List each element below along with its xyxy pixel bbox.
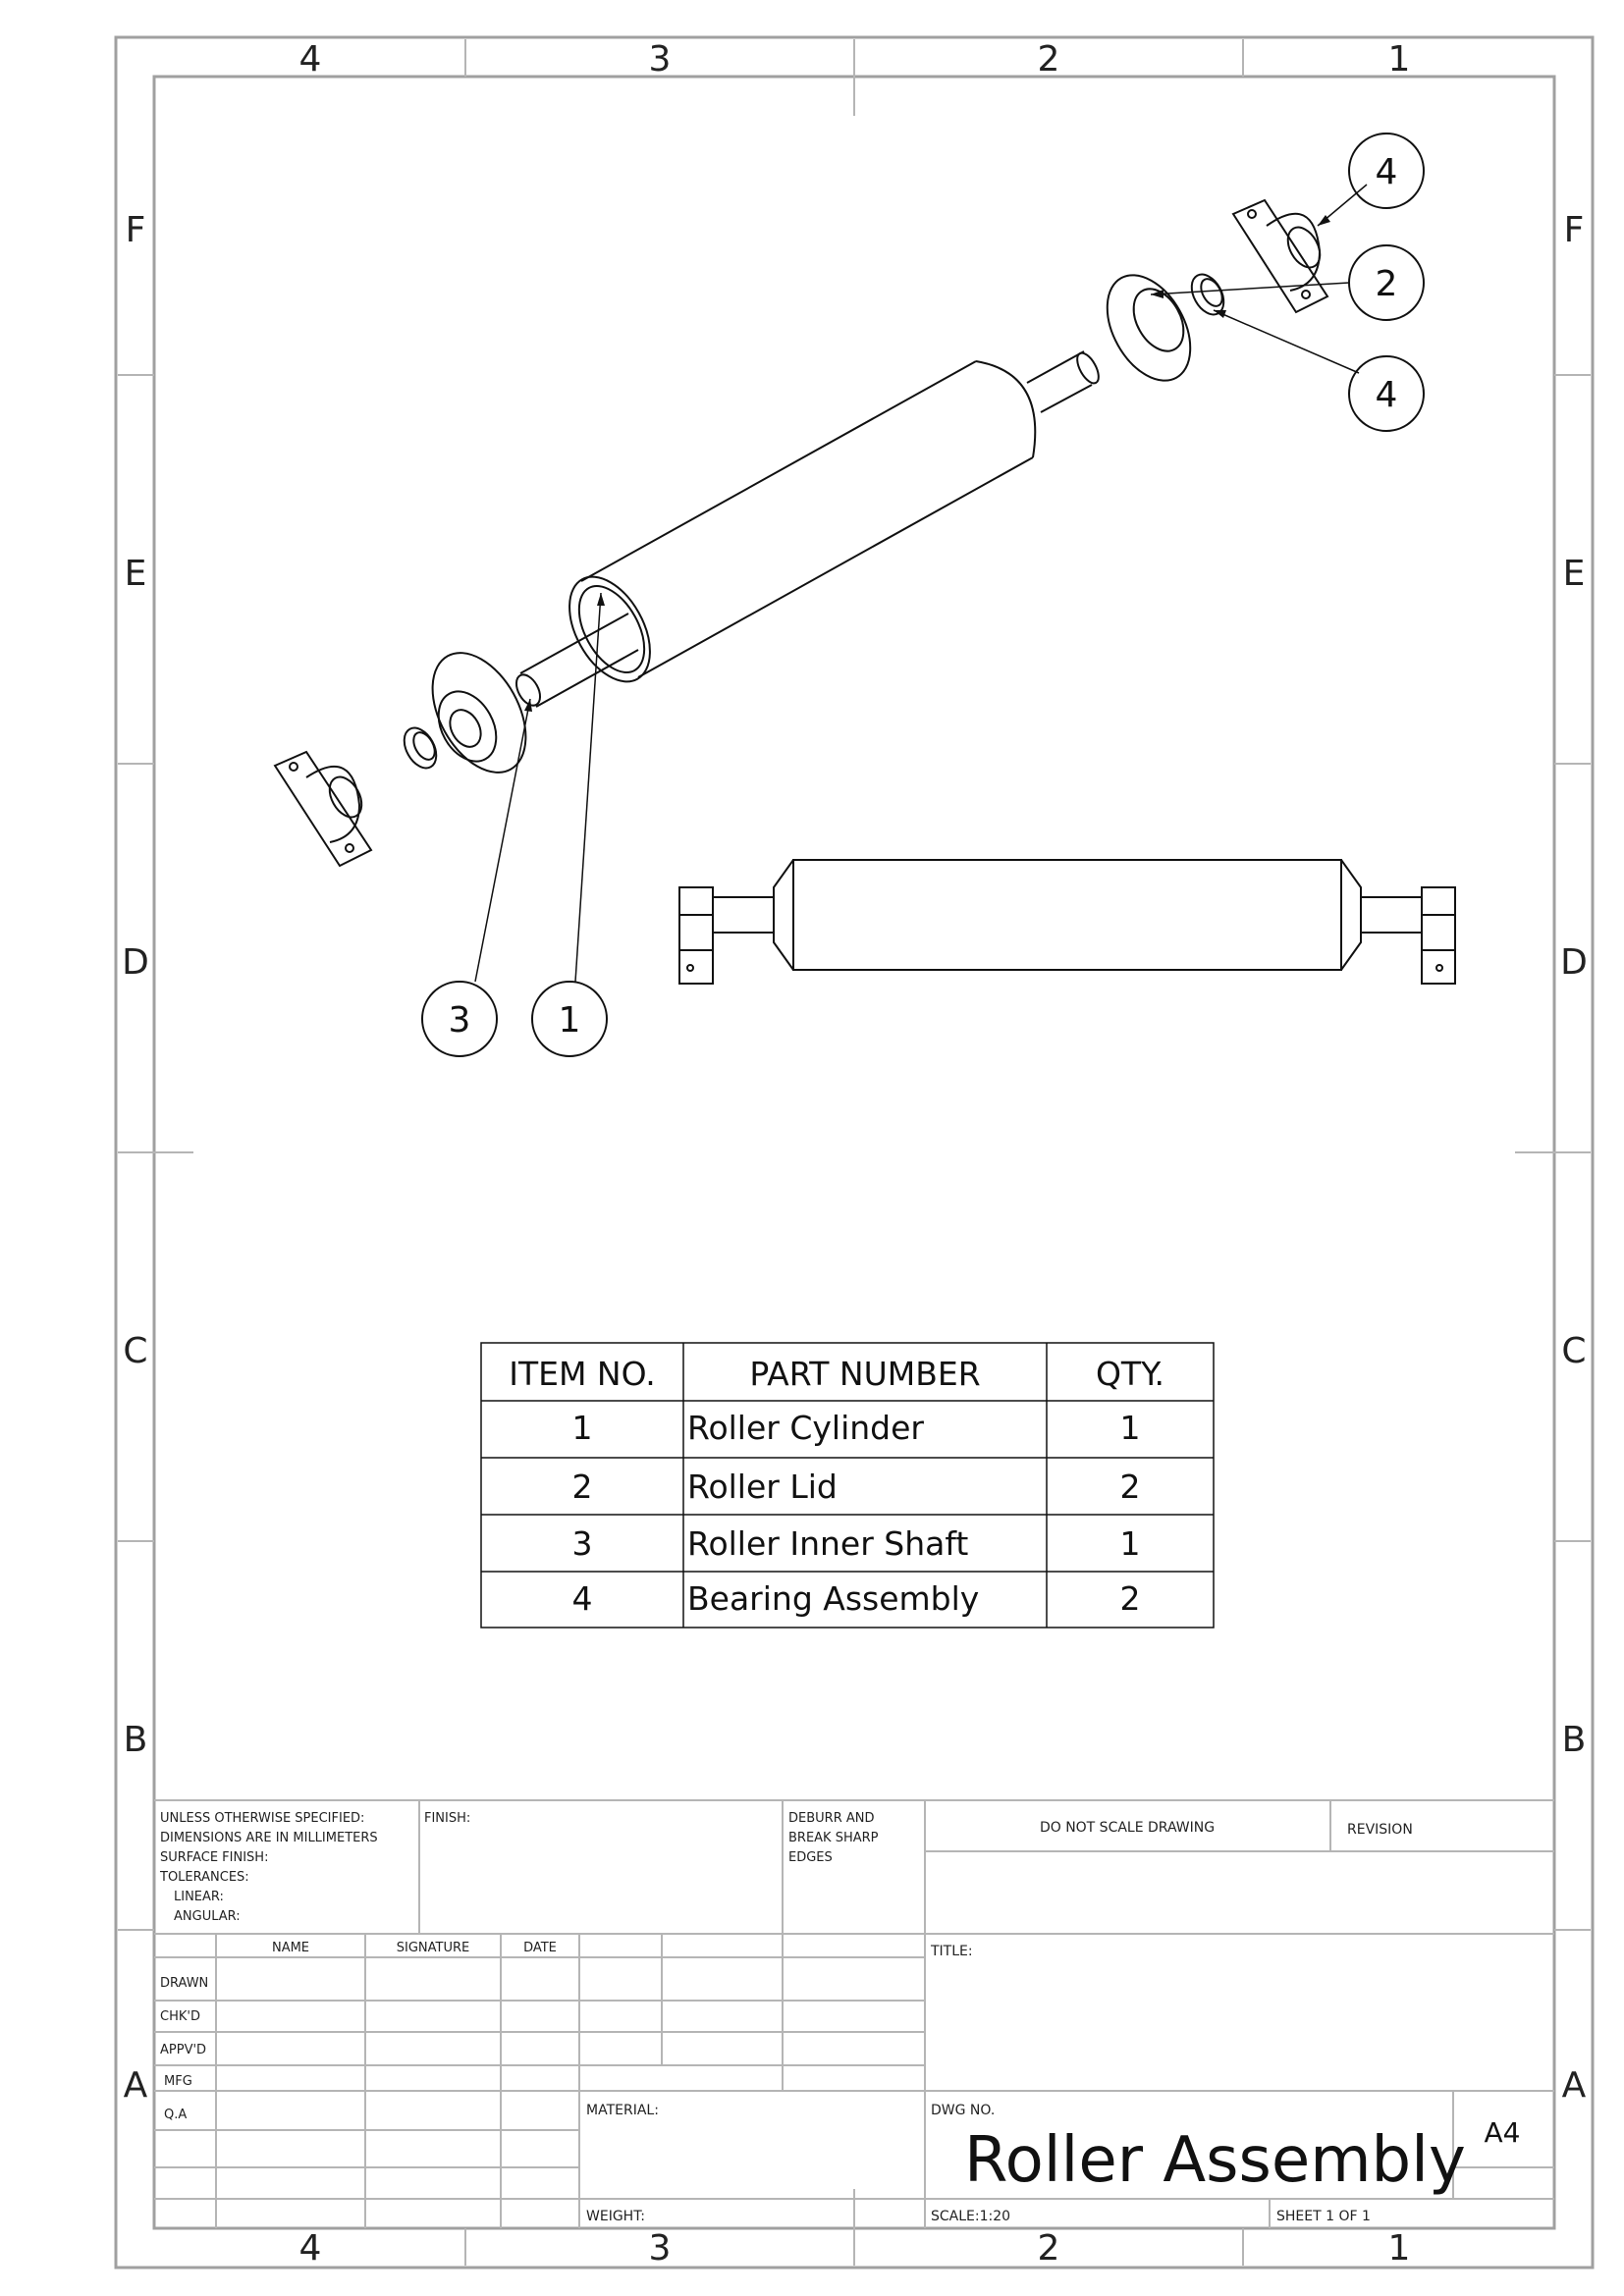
- zone-col-4-bottom: 4: [299, 2228, 322, 2269]
- zone-row-a-right: A: [1562, 2065, 1587, 2106]
- balloon-item-4-top: [1348, 133, 1425, 209]
- col-signature-header: SIGNATURE: [397, 1941, 469, 1955]
- col-name-header: NAME: [272, 1941, 309, 1955]
- revision-label: REVISION: [1347, 1822, 1413, 1838]
- spec-line: TOLERANCES:: [159, 1870, 249, 1885]
- zone-row-e-right: E: [1563, 554, 1586, 594]
- right-pillow-block-iso: [1231, 198, 1329, 314]
- role-approved: APPV'D: [160, 2043, 206, 2057]
- balloon-label: 2: [1376, 264, 1398, 304]
- material-label: MATERIAL:: [586, 2103, 659, 2118]
- outer-frame: [114, 35, 1595, 2269]
- weight-label: WEIGHT:: [586, 2209, 645, 2224]
- bom-row-item: 4: [572, 1579, 593, 1618]
- col-date-header: DATE: [523, 1941, 557, 1955]
- zone-col-1-top: 1: [1388, 39, 1411, 80]
- zone-col-2-bottom: 2: [1038, 2228, 1060, 2269]
- balloon-leaders: [474, 184, 1368, 983]
- bom-row-item: 3: [572, 1524, 593, 1563]
- role-drawn: DRAWN: [160, 1976, 208, 1991]
- exploded-view: [273, 198, 1329, 868]
- left-pillow-block-iso: [273, 750, 373, 868]
- zone-col-2-top: 2: [1038, 39, 1060, 80]
- roller-cylinder-iso: [568, 360, 1037, 683]
- title-block: UNLESS OTHERWISE SPECIFIED: DIMENSIONS A…: [154, 1799, 1554, 2228]
- bom-header-qty: QTY.: [1096, 1355, 1164, 1393]
- zone-row-f-left: F: [126, 210, 146, 250]
- zone-row-a-left: A: [124, 2065, 148, 2106]
- balloon-label: 3: [449, 1000, 471, 1041]
- spec-line: UNLESS OTHERWISE SPECIFIED:: [160, 1811, 364, 1826]
- role-checked: CHK'D: [160, 2009, 200, 2024]
- left-bearing-ring-iso: [403, 726, 438, 770]
- zone-row-d-right: D: [1560, 942, 1588, 983]
- zone-row-b-right: B: [1562, 1720, 1587, 1760]
- finish-label: FINISH:: [424, 1811, 470, 1826]
- spec-line: ANGULAR:: [174, 1909, 241, 1924]
- spec-line: DIMENSIONS ARE IN MILLIMETERS: [160, 1831, 378, 1845]
- zone-labels: 4 3 2 1 4 3 2 1 F E D C B A F E D C B A: [122, 39, 1588, 2269]
- sheet-number: SHEET 1 OF 1: [1276, 2209, 1371, 2224]
- role-qa: Q.A: [164, 2108, 187, 2122]
- balloon-item-3: [421, 981, 498, 1057]
- role-mfg: MFG: [164, 2074, 192, 2089]
- zone-col-3-bottom: 3: [649, 2228, 672, 2269]
- dwg-no-label: DWG NO.: [931, 2103, 995, 2118]
- bom-row-part: Roller Inner Shaft: [687, 1524, 968, 1563]
- zone-row-c-left: C: [123, 1331, 147, 1371]
- spec-line: LINEAR:: [174, 1890, 224, 1904]
- zone-row-d-left: D: [122, 942, 149, 983]
- balloon-label: 1: [559, 1000, 581, 1041]
- zone-col-3-top: 3: [649, 39, 672, 80]
- balloon-label: 4: [1376, 375, 1398, 415]
- bom-row-qty: 2: [1120, 1468, 1141, 1506]
- inner-frame: [152, 75, 1556, 2230]
- balloons: 4 2 4 3 1: [421, 133, 1425, 1057]
- roller-shaft-iso: [514, 350, 1100, 708]
- zone-col-4-top: 4: [299, 39, 322, 80]
- balloon-item-2: [1348, 244, 1425, 321]
- bom-row-qty: 2: [1120, 1579, 1141, 1618]
- title-label: TITLE:: [930, 1944, 973, 1959]
- zone-row-e-left: E: [125, 554, 147, 594]
- spec-line: SURFACE FINISH:: [160, 1850, 268, 1865]
- deburr-line: EDGES: [788, 1850, 833, 1865]
- deburr-line: BREAK SHARP: [788, 1831, 879, 1845]
- paper-size: A4: [1485, 2116, 1521, 2149]
- zone-row-c-right: C: [1561, 1331, 1586, 1371]
- zone-col-1-bottom: 1: [1388, 2228, 1411, 2269]
- bom-table: ITEM NO. PART NUMBER QTY. 1 Roller Cylin…: [480, 1342, 1215, 1629]
- zone-row-f-right: F: [1564, 210, 1585, 250]
- bom-row-item: 1: [572, 1409, 593, 1447]
- bom-row-item: 2: [572, 1468, 593, 1506]
- side-view: [678, 859, 1456, 985]
- bom-row-part: Bearing Assembly: [687, 1579, 979, 1618]
- bom-row-qty: 1: [1120, 1524, 1141, 1563]
- deburr-line: DEBURR AND: [788, 1811, 874, 1826]
- scale-value: SCALE:1:20: [931, 2209, 1010, 2224]
- drawing-name: Roller Assembly: [964, 2124, 1466, 2197]
- bom-row-qty: 1: [1120, 1409, 1141, 1447]
- bom-header-part: PART NUMBER: [749, 1355, 980, 1393]
- left-lid-iso: [431, 652, 527, 774]
- do-not-scale-note: DO NOT SCALE DRAWING: [1040, 1820, 1215, 1836]
- right-lid-iso: [1106, 274, 1192, 382]
- zone-ticks: [118, 39, 1591, 2266]
- bom-row-part: Roller Lid: [687, 1468, 838, 1506]
- balloon-item-4-bottom: [1348, 355, 1425, 432]
- bom-header-item: ITEM NO.: [509, 1355, 656, 1393]
- balloon-label: 4: [1376, 152, 1398, 192]
- bom-row-part: Roller Cylinder: [687, 1409, 924, 1447]
- zone-row-b-left: B: [124, 1720, 148, 1760]
- balloon-item-1: [531, 981, 608, 1057]
